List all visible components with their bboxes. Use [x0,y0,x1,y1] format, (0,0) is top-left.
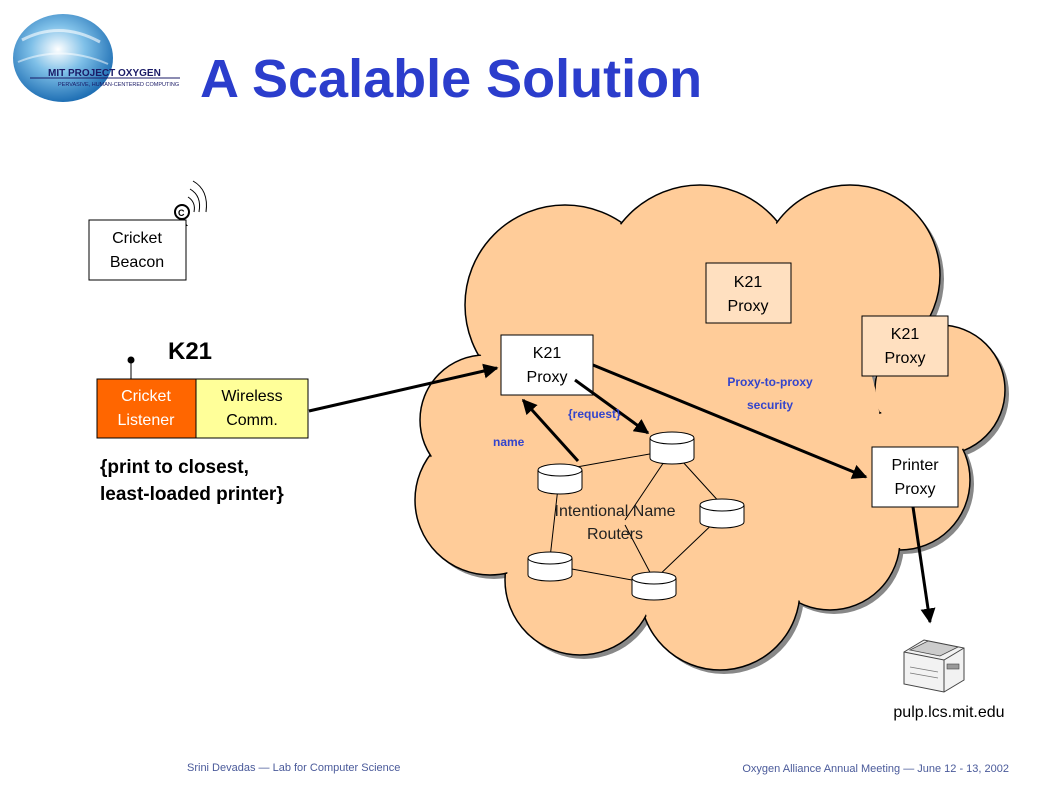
printer-proxy-line2: Proxy [895,481,936,498]
arrow-name-to-proxy [521,398,580,463]
k21-proxy-left-line1: K21 [533,345,562,362]
request-text-line1: {print to closest, [100,457,249,478]
k21-proxy-left-line2: Proxy [527,369,568,386]
wireless-comm-box [195,378,309,439]
arrow-request-to-inr [574,378,650,435]
cricket-beacon-line2: Beacon [110,254,164,271]
name-label: name [493,435,525,449]
printer-proxy-box [871,446,959,508]
arrow-proxy-to-printer-proxy [592,363,868,479]
logo-subtext: PERVASIVE, HUMAN-CENTERED COMPUTING [58,82,179,88]
network-cloud [414,184,1009,674]
arrow-printer-proxy-to-printer [911,506,936,624]
request-text-line2: least-loaded printer} [100,484,284,505]
k21-proxy-box-top [705,262,792,324]
k21-proxy-top-line2: Proxy [728,298,769,315]
k21-proxy-box-right [861,315,949,377]
arrow-device-to-proxy [308,363,499,413]
beacon-icon: C [174,180,207,226]
footer-right: Oxygen Alliance Annual Meeting — June 12… [742,763,1009,775]
cricket-beacon-box [88,219,187,281]
project-oxygen-logo: MIT PROJECT OXYGEN PERVASIVE, HUMAN-CENT… [13,14,180,102]
inr-node [649,431,695,465]
k21-proxy-top-line1: K21 [734,274,763,291]
printer-icon [903,639,965,693]
cricket-beacon-line1: Cricket [112,230,162,247]
antenna-icon [127,356,135,364]
printer-proxy-line1: Printer [891,457,939,474]
cricket-listener-line1: Cricket [121,388,171,405]
logo-text: MIT PROJECT OXYGEN [48,68,161,79]
inr-node [537,463,583,495]
inr-label-line1: Intentional Name [555,503,676,520]
svg-text:C: C [178,208,185,218]
footer-left: Srini Devadas — Lab for Computer Science [187,762,400,774]
cricket-listener-line2: Listener [118,412,176,429]
k21-device-label: K21 [168,338,212,365]
inr-node [527,551,573,582]
inr-label-line2: Routers [587,526,643,543]
inr-node [631,571,677,601]
security-label-line2: security [747,398,793,412]
request-label: {request} [568,407,621,421]
k21-proxy-right-line1: K21 [891,326,920,343]
wireless-comm-line1: Wireless [221,388,282,405]
security-label-line1: Proxy-to-proxy [727,375,813,389]
inr-node [699,498,745,529]
printer-hostname: pulp.lcs.mit.edu [893,704,1004,721]
slide-title: A Scalable Solution [200,49,702,109]
k21-proxy-right-line2: Proxy [885,350,926,367]
wireless-comm-line2: Comm. [226,412,278,429]
k21-proxy-box-left [500,334,594,396]
